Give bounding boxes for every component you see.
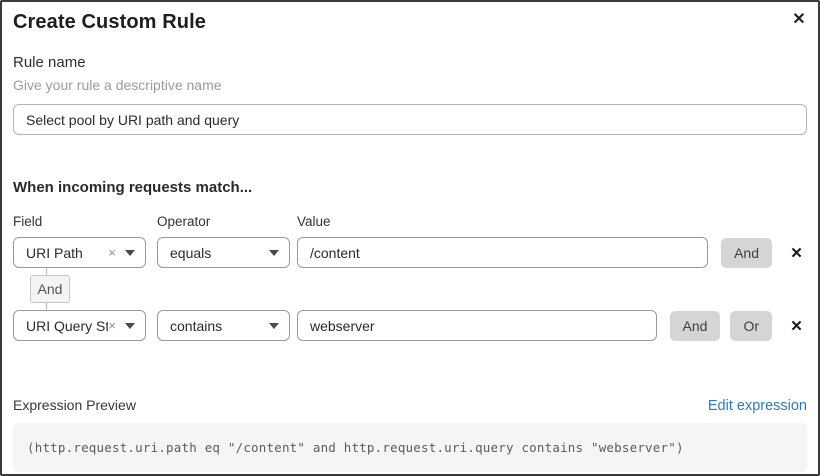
add-and-condition-button[interactable]: And: [669, 310, 721, 341]
chevron-down-icon: [269, 249, 279, 256]
field-column-label: Field: [13, 214, 43, 229]
expression-code-block: (http.request.uri.path eq "/content" and…: [13, 423, 807, 472]
field-select[interactable]: URI Path ×: [13, 237, 146, 268]
condition-column-labels: Field Operator Value: [13, 214, 807, 229]
expression-code: (http.request.uri.path eq "/content" and…: [27, 440, 684, 455]
rule-name-input[interactable]: [13, 104, 807, 135]
chevron-down-icon: [269, 322, 279, 329]
chevron-down-icon: [125, 249, 135, 256]
value-column-label: Value: [297, 214, 331, 229]
match-section-header: When incoming requests match...: [13, 179, 253, 196]
operator-select-value: equals: [170, 244, 212, 261]
and-connector-badge[interactable]: And: [30, 275, 70, 303]
rule-name-label: Rule name: [13, 54, 86, 71]
edit-expression-link[interactable]: Edit expression: [707, 398, 807, 414]
rule-name-hint: Give your rule a descriptive name: [13, 77, 222, 93]
condition-row: URI Path × equals And ✕: [13, 237, 807, 268]
rule-name-section: Rule name Give your rule a descriptive n…: [13, 54, 807, 135]
expression-preview-header: Expression Preview Edit expression: [13, 397, 807, 414]
field-select-value: URI Path: [26, 244, 83, 261]
add-or-condition-button[interactable]: Or: [730, 310, 772, 341]
field-select[interactable]: URI Query St... ×: [13, 310, 146, 341]
clear-field-icon[interactable]: ×: [108, 318, 116, 333]
expression-preview-label: Expression Preview: [13, 397, 136, 413]
value-input[interactable]: [297, 237, 709, 268]
remove-condition-icon[interactable]: ✕: [790, 244, 803, 262]
value-input[interactable]: [297, 310, 657, 341]
operator-column-label: Operator: [157, 214, 211, 229]
operator-select-value: contains: [170, 317, 223, 334]
connector-line: [46, 303, 47, 310]
operator-select[interactable]: contains: [157, 310, 290, 341]
add-and-condition-button[interactable]: And: [721, 237, 772, 268]
field-select-value: URI Query St...: [26, 317, 109, 334]
connector-line: [46, 268, 47, 275]
remove-condition-icon[interactable]: ✕: [790, 317, 803, 335]
dialog-title: Create Custom Rule: [13, 11, 206, 33]
clear-field-icon[interactable]: ×: [108, 245, 116, 260]
condition-row: URI Query St... × contains And Or ✕: [13, 310, 807, 341]
chevron-down-icon: [125, 322, 135, 329]
close-icon[interactable]: ✕: [792, 11, 806, 28]
operator-select[interactable]: equals: [157, 237, 290, 268]
